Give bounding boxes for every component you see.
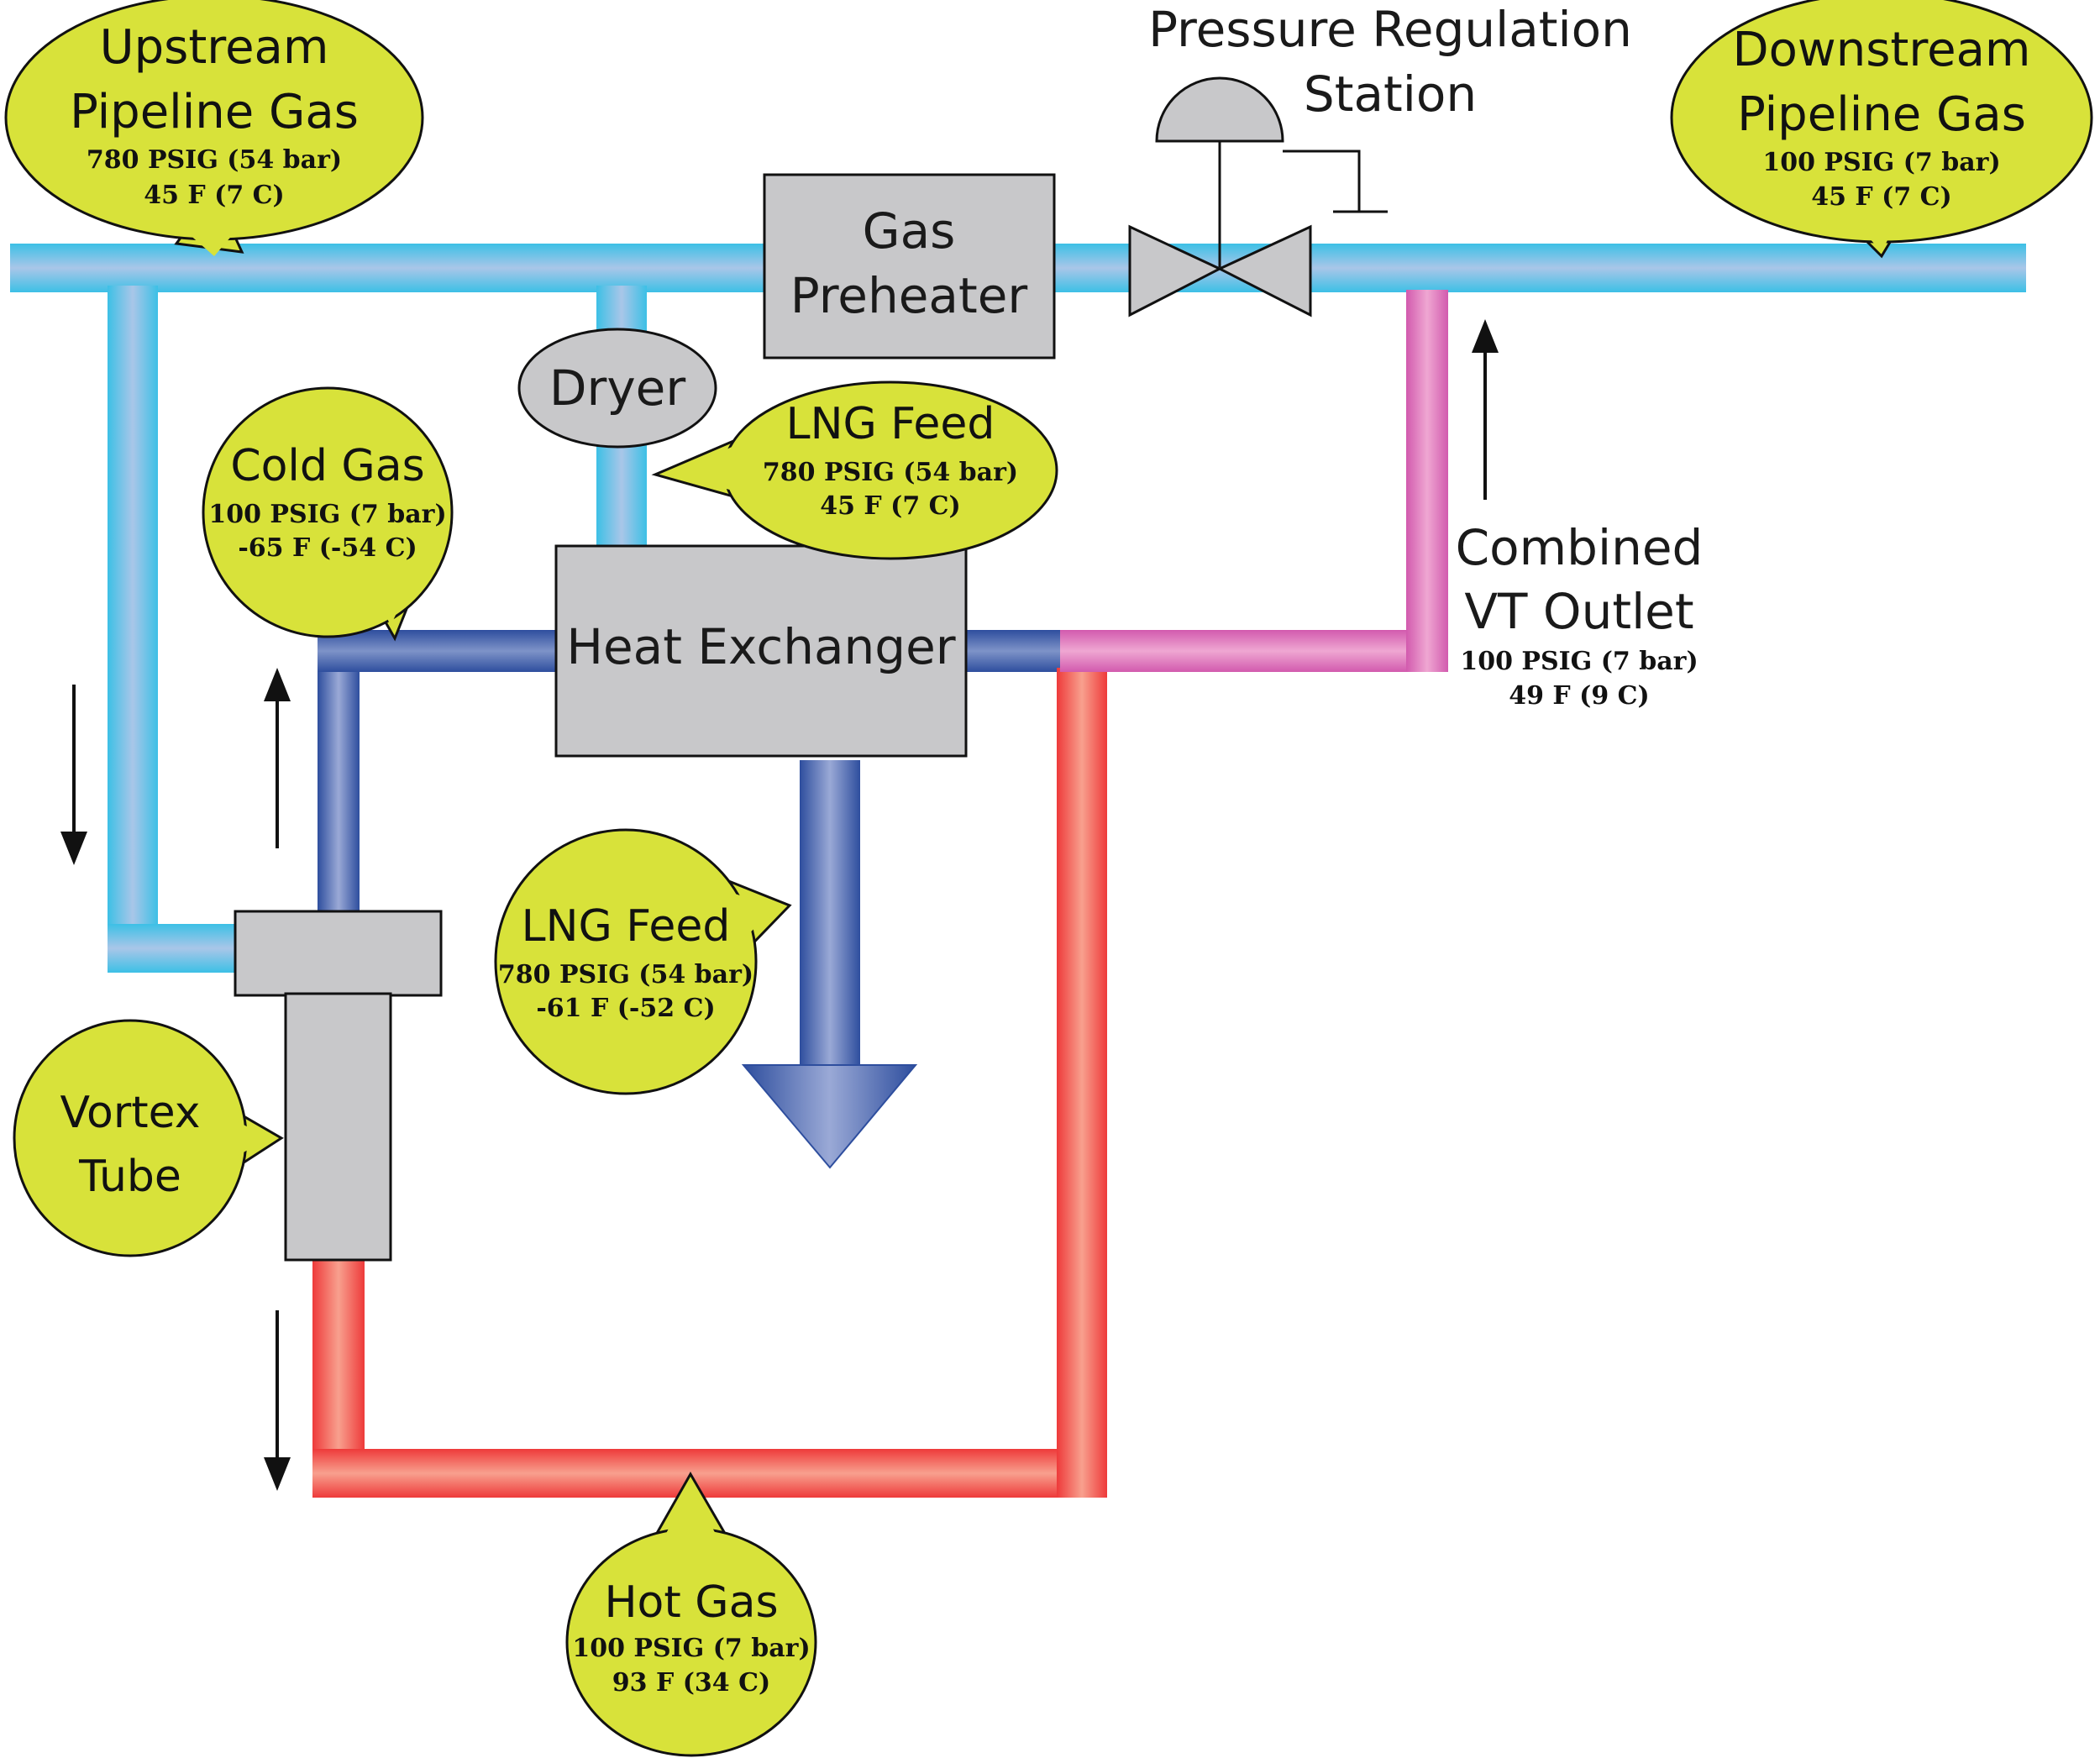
lng-feed-out-temperature: -61 F (-52 C) (536, 994, 715, 1023)
heat-exchanger: Heat Exchanger (554, 544, 968, 758)
combined-vt-outlet-label: Combined VT Outlet 100 PSIG (7 bar) 49 F… (1456, 519, 1704, 711)
dryer-feed-pipe (596, 286, 647, 336)
downstream-pressure: 100 PSIG (7 bar) (1762, 148, 2000, 177)
cold-gas-pipe-horizontal (318, 630, 570, 672)
dryer: Dryer (517, 328, 717, 449)
cold-gas-temperature: -65 F (-54 C) (238, 533, 417, 563)
gas-preheater: Gas Preheater (763, 173, 1056, 359)
lng-feed-out-title: LNG Feed (522, 901, 731, 952)
lng-out-pipe (800, 760, 860, 1071)
combined-vt-outlet-pressure: 100 PSIG (7 bar) (1460, 647, 1698, 676)
vortex-tube-line2: Tube (78, 1152, 181, 1202)
vortex-inlet-pipe-horizontal (108, 924, 252, 973)
callout-cold-gas: Cold Gas 100 PSIG (7 bar) -65 F (-54 C) (202, 386, 454, 642)
hot-gas-pipe-bottom (312, 1449, 1107, 1498)
gas-preheater-label-line2: Preheater (790, 267, 1028, 324)
upstream-line2: Pipeline Gas (70, 85, 359, 139)
downstream-line2: Pipeline Gas (1737, 87, 2026, 142)
combined-vt-outlet-line2: VT Outlet (1464, 583, 1693, 640)
combined-outlet-pipe-horizontal (1060, 630, 1448, 672)
callout-vortex-tube: Vortex Tube (13, 1019, 284, 1257)
pressure-regulation-station (1128, 76, 1388, 317)
vortex-inlet-pipe-vertical (108, 286, 158, 973)
callout-lng-feed-in: LNG Feed 780 PSIG (54 bar) 45 F (7 C) (651, 380, 1058, 560)
hot-gas-pipe-right (1057, 668, 1107, 1498)
cold-gas-title: Cold Gas (230, 441, 424, 491)
callout-lng-feed-out: LNG Feed 780 PSIG (54 bar) -61 F (-52 C) (494, 828, 792, 1095)
hx-feed-pipe (596, 445, 647, 546)
lng-feed-in-title: LNG Feed (786, 399, 995, 449)
cold-gas-pipe-vertical (318, 630, 360, 920)
lng-feed-in-pressure: 780 PSIG (54 bar) (763, 458, 1018, 487)
callout-upstream-pipeline-gas: Upstream Pipeline Gas 780 PSIG (54 bar) … (4, 0, 424, 256)
lng-feed-in-temperature: 45 F (7 C) (820, 491, 961, 521)
pressure-regulation-label-line1: Pressure Regulation (1148, 1, 1632, 58)
lng-out-arrowhead (741, 1064, 918, 1169)
pressure-regulation-label-line2: Station (1304, 66, 1477, 123)
downstream-temperature: 45 F (7 C) (1811, 182, 1952, 212)
regulator-sensing-line (1283, 150, 1361, 212)
combined-vt-outlet-temperature: 49 F (9 C) (1509, 681, 1650, 711)
hot-gas-temperature: 93 F (34 C) (612, 1668, 770, 1698)
vortex-tube (234, 910, 443, 1262)
cold-gas-pressure: 100 PSIG (7 bar) (208, 500, 446, 529)
upstream-temperature: 45 F (7 C) (144, 181, 285, 210)
dryer-label: Dryer (549, 359, 686, 417)
heat-exchanger-label: Heat Exchanger (566, 618, 955, 675)
downstream-line1: Downstream (1733, 23, 2031, 77)
callout-hot-gas: Hot Gas 100 PSIG (7 bar) 93 F (34 C) (565, 1471, 817, 1757)
flow-arrows (60, 319, 1499, 1491)
hx-cold-outlet-pipe (966, 630, 1067, 672)
combined-vt-outlet-line1: Combined (1456, 519, 1704, 576)
regulator-dome (1155, 76, 1284, 143)
gas-preheater-label-line1: Gas (863, 202, 956, 260)
lng-feed-out-pressure: 780 PSIG (54 bar) (498, 960, 753, 989)
upstream-line1: Upstream (100, 20, 329, 75)
hot-gas-pressure: 100 PSIG (7 bar) (572, 1634, 810, 1663)
hot-gas-title: Hot Gas (604, 1577, 778, 1628)
combined-outlet-pipe-vertical (1406, 290, 1448, 672)
vortex-tube-line1: Vortex (60, 1088, 201, 1138)
callout-downstream-pipeline-gas: Downstream Pipeline Gas 100 PSIG (7 bar)… (1670, 0, 2093, 259)
upstream-pressure: 780 PSIG (54 bar) (87, 145, 342, 175)
regulator-valve-body (1128, 224, 1223, 317)
